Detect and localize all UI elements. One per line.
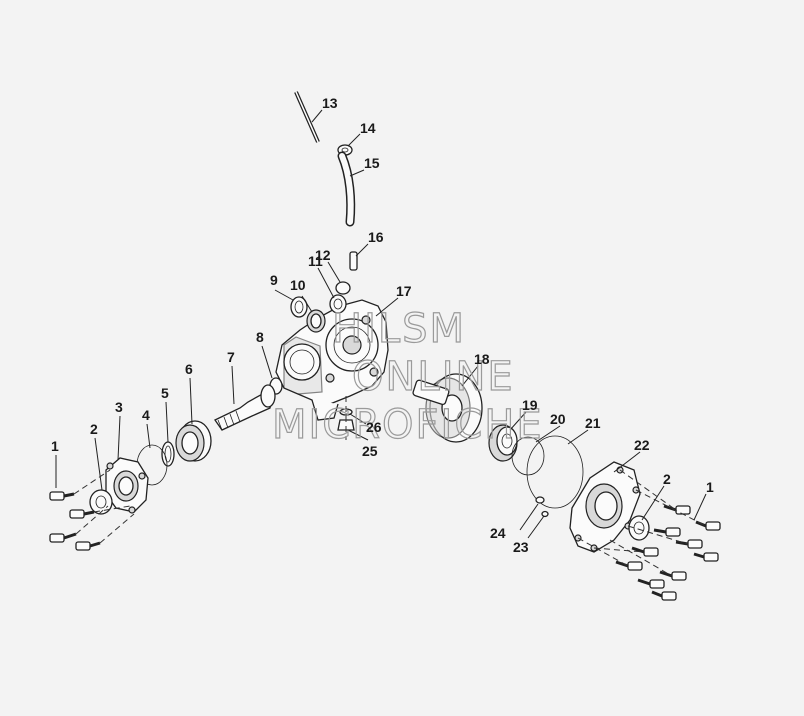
callout-19: 19	[522, 397, 538, 413]
part-18-ring-gear	[412, 373, 483, 443]
callout-15: 15	[364, 155, 380, 171]
callout-11: 11	[308, 253, 323, 269]
part-11-seal	[329, 294, 347, 314]
callout-4: 4	[142, 407, 150, 423]
callout-26: 26	[366, 419, 382, 435]
callout-labels: 1 2 3 4 5 6 7 8 9 10 11 12 13 14 15 16 1…	[51, 95, 714, 555]
callout-23: 23	[513, 539, 529, 555]
callout-12: 12	[315, 247, 331, 263]
part-24-dowel-pin	[535, 496, 545, 504]
part-6-bearing	[175, 420, 212, 462]
part-2-seal-left	[89, 489, 113, 515]
callout-22: 22	[634, 437, 650, 453]
part-3-cover	[105, 457, 149, 514]
callout-17: 17	[396, 283, 412, 299]
callout-16: 16	[368, 229, 384, 245]
part-7-pinion-shaft	[214, 384, 276, 431]
watermark-line-1: HILSM	[332, 306, 466, 352]
callout-14: 14	[360, 120, 376, 136]
part-21-o-ring	[526, 435, 584, 509]
part-19-bearing	[488, 424, 518, 462]
part-1-bolts-right	[615, 504, 721, 601]
callout-1-left: 1	[51, 438, 59, 454]
callout-2-right: 2	[663, 471, 671, 487]
callout-9: 9	[270, 272, 278, 288]
part-5-snap-ring	[161, 441, 175, 467]
part-9-seal	[290, 296, 308, 318]
watermark-line-3: MICROFICHE	[272, 402, 544, 448]
part-2-seal-right	[628, 515, 650, 541]
callout-10: 10	[290, 277, 306, 293]
part-15-hose	[337, 151, 356, 227]
callout-25: 25	[362, 443, 378, 459]
callout-24: 24	[490, 525, 506, 541]
callout-5: 5	[161, 385, 169, 401]
callout-20: 20	[550, 411, 566, 427]
callout-1-right: 1	[706, 479, 714, 495]
leader-lines	[55, 109, 707, 539]
part-12-plug	[335, 281, 351, 295]
callout-13: 13	[322, 95, 338, 111]
part-17-gear-housing	[275, 299, 389, 421]
callout-21: 21	[585, 415, 601, 431]
callout-18: 18	[474, 351, 490, 367]
part-1-bolts-left	[49, 491, 101, 551]
callout-7: 7	[227, 349, 235, 365]
part-23-dowel-pin	[541, 510, 549, 518]
callout-2-left: 2	[90, 421, 98, 437]
part-22-cover	[569, 461, 641, 553]
callout-8: 8	[256, 329, 264, 345]
watermark: HILSM ONLINE MICROFICHE	[271, 305, 544, 448]
part-10-bearing	[306, 309, 326, 333]
part-20-shim	[511, 436, 545, 476]
callout-3: 3	[115, 399, 123, 415]
part-25-drain-plug	[337, 419, 355, 431]
part-13-breather-rod	[294, 91, 320, 143]
watermark-line-2: ONLINE	[352, 354, 515, 400]
callout-6: 6	[185, 361, 193, 377]
part-16-fitting	[349, 251, 358, 271]
